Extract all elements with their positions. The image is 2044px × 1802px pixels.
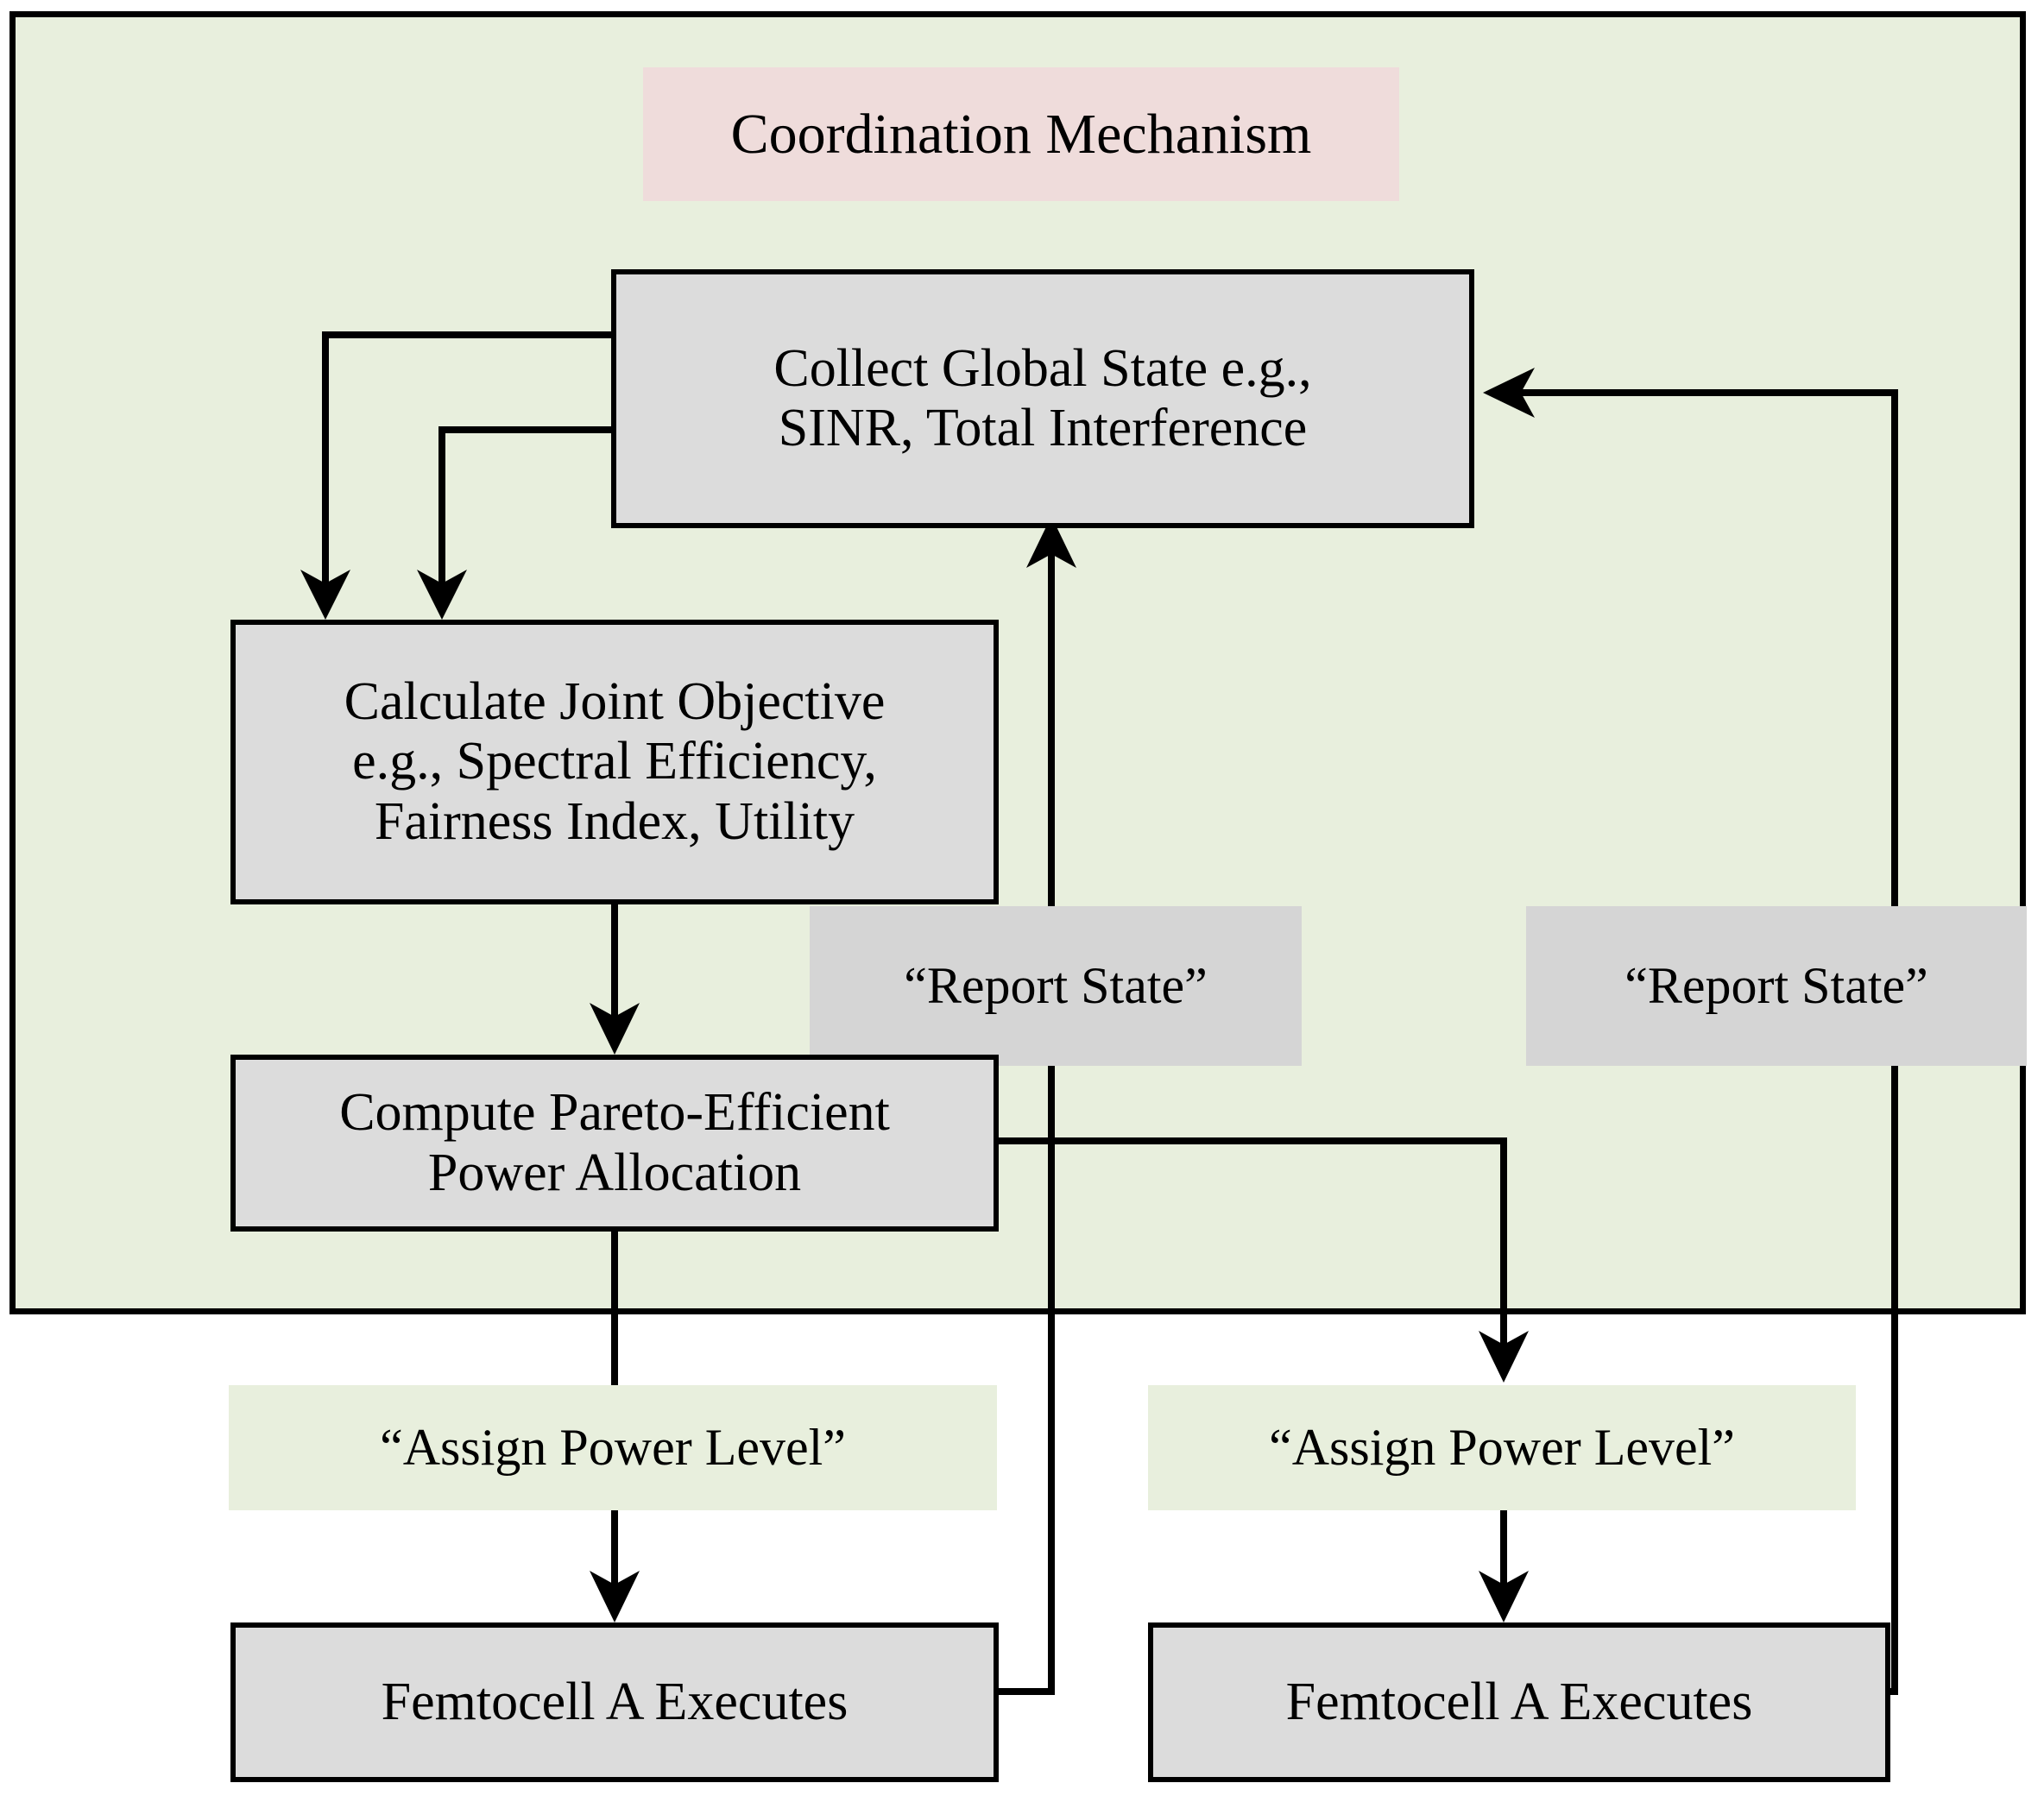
label-assign-power-level-left: “Assign Power Level” [229,1385,997,1510]
label-assign-power-level-right: “Assign Power Level” [1148,1385,1856,1510]
label-report-state-right: “Report State” [1526,906,2027,1066]
node-femtocell-a-executes-right[interactable]: Femtocell A Executes [1148,1622,1890,1782]
node-compute-pareto-efficient-power-allocation[interactable]: Compute Pareto-Efficient Power Allocatio… [230,1055,999,1232]
arrowhead-femtocell-left [590,1571,640,1622]
coordination-mechanism-title: Coordination Mechanism [643,67,1399,201]
arrowhead-femtocell-right [1479,1571,1529,1622]
node-calculate-joint-objective[interactable]: Calculate Joint Objective e.g., Spectral… [230,620,999,904]
arrowhead-assign-right [1479,1331,1529,1383]
node-collect-global-state[interactable]: Collect Global State e.g., SINR, Total I… [611,269,1474,528]
node-femtocell-a-executes-left[interactable]: Femtocell A Executes [230,1622,999,1782]
label-report-state-left: “Report State” [810,906,1302,1066]
